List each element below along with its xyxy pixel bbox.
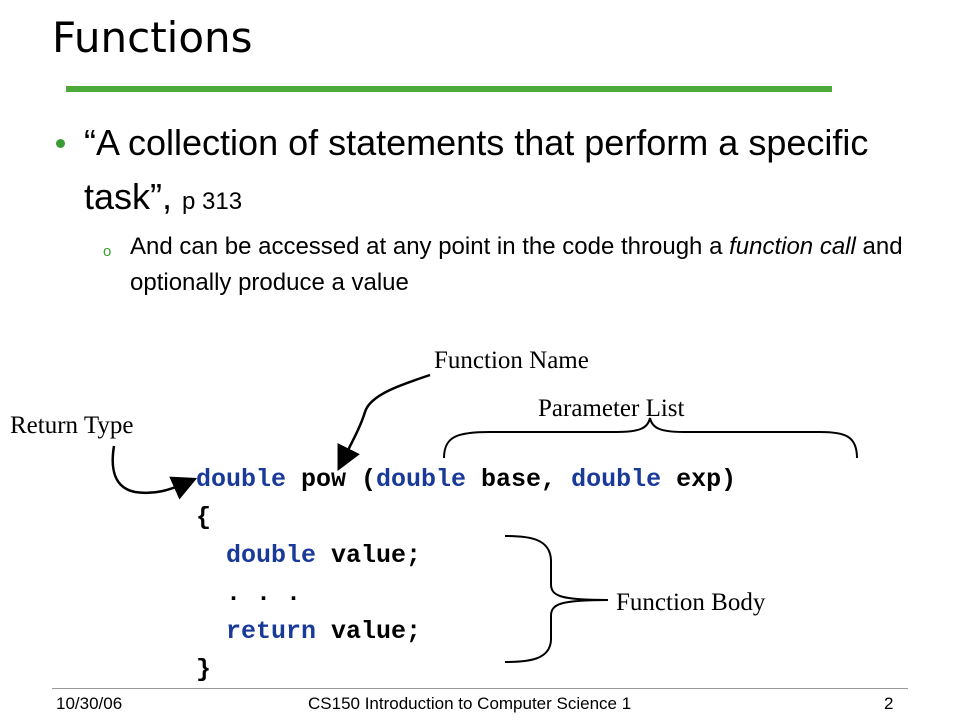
parameter-list-label: Parameter List (538, 395, 685, 422)
code-line-open-brace: { (196, 503, 212, 532)
sub-bullet: And can be accessed at any point in the … (130, 229, 920, 301)
sub-bullet-text-after: and optionally produce a value (130, 233, 903, 296)
code-line-ellipsis: . . . (196, 579, 302, 608)
return-type-label: Return Type (10, 412, 134, 439)
slide-title: Functions (52, 13, 253, 62)
function-body-brace (504, 535, 609, 663)
function-body-label: Function Body (616, 589, 766, 616)
page-reference: p 313 (182, 188, 243, 215)
main-bullet-text: “A collection of statements that perform… (84, 122, 869, 217)
code-function-name: pow ( (286, 465, 377, 494)
title-underline (66, 86, 832, 92)
code-parameter: exp) (661, 465, 737, 494)
footer-date: 10/30/06 (56, 694, 123, 713)
code-keyword: double (196, 465, 287, 494)
sub-bullet-emphasis: function call (729, 233, 856, 260)
sub-bullet-text-before: And can be accessed at any point in the … (130, 233, 730, 260)
parameter-list-brace (443, 417, 858, 459)
code-line-close-brace: } (196, 655, 212, 684)
return-type-arrow (111, 445, 198, 500)
bullet-dot-icon (56, 139, 65, 148)
code-line-signature: double pow (double base, double exp) (196, 461, 736, 499)
code-keyword: return (226, 617, 317, 646)
footer-course: CS150 Introduction to Computer Science 1 (308, 694, 632, 713)
code-keyword: double (571, 465, 662, 494)
sub-bullet-marker-icon: o (103, 243, 112, 260)
footer-page-number: 2 (884, 694, 894, 713)
code-line-declaration: double value; (196, 537, 421, 575)
code-statement: value; (316, 617, 422, 646)
code-keyword: double (376, 465, 467, 494)
code-keyword: double (226, 541, 317, 570)
footer-divider (52, 688, 908, 689)
code-indent (196, 541, 226, 570)
code-line-return: return value; (196, 613, 421, 651)
main-bullet: “A collection of statements that perform… (84, 116, 904, 229)
function-name-label: Function Name (434, 347, 589, 374)
code-statement: value; (316, 541, 422, 570)
code-parameter: base, (466, 465, 572, 494)
code-indent (196, 617, 226, 646)
function-name-arrow (337, 373, 431, 471)
